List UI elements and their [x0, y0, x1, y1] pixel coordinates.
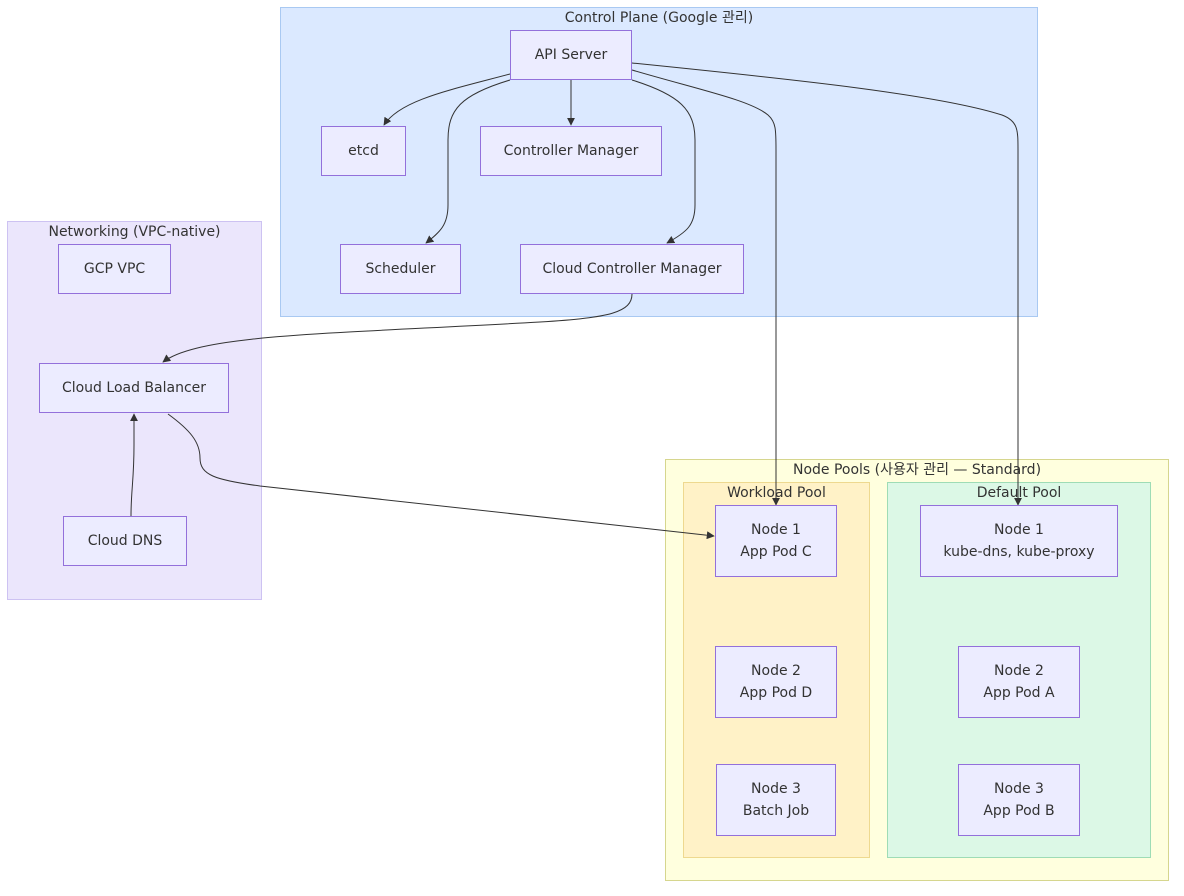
networking-title: Networking (VPC-native)	[48, 224, 221, 240]
edge-cloud-dns-to-cloud-load-balancer	[130, 413, 138, 517]
cloud-load-balancer-label: Cloud Load Balancer	[61, 380, 207, 396]
default-node3[interactable]: Node 3 App Pod B	[958, 764, 1080, 836]
default-pool-title: Default Pool	[976, 485, 1062, 501]
scheduler-label: Scheduler	[365, 261, 436, 277]
default-node3-detail: App Pod B	[983, 803, 1055, 819]
edge-api-server-to-scheduler	[425, 79, 511, 244]
scheduler-node[interactable]: Scheduler	[340, 244, 461, 294]
default-node2-detail: App Pod A	[983, 685, 1055, 701]
workload-node2-name: Node 2	[751, 663, 801, 679]
cloud-dns-label: Cloud DNS	[87, 533, 163, 549]
cloud-controller-manager-node[interactable]: Cloud Controller Manager	[520, 244, 744, 294]
workload-node3-detail: Batch Job	[742, 803, 810, 819]
api-server-node[interactable]: API Server	[510, 30, 632, 80]
edge-api-server-to-default-node1	[631, 62, 1022, 506]
etcd-label: etcd	[348, 143, 379, 159]
controller-manager-node[interactable]: Controller Manager	[480, 126, 662, 176]
edge-cloud-load-balancer-to-workload-node1	[167, 413, 715, 540]
edge-api-server-to-cloud-controller-manager	[631, 79, 696, 244]
workload-node2[interactable]: Node 2 App Pod D	[715, 646, 837, 718]
edge-api-server-to-etcd	[383, 73, 511, 126]
etcd-node[interactable]: etcd	[321, 126, 406, 176]
workload-node2-detail: App Pod D	[739, 685, 813, 701]
cloud-dns-node[interactable]: Cloud DNS	[63, 516, 187, 566]
gcp-vpc-node[interactable]: GCP VPC	[58, 244, 171, 294]
edge-api-server-to-workload-node1	[631, 69, 780, 506]
default-node1[interactable]: Node 1 kube-dns, kube-proxy	[920, 505, 1118, 577]
control-plane-title: Control Plane (Google 관리)	[564, 10, 754, 26]
default-node2-name: Node 2	[994, 663, 1044, 679]
controller-manager-label: Controller Manager	[503, 143, 639, 159]
workload-node1[interactable]: Node 1 App Pod C	[715, 505, 837, 577]
gcp-vpc-label: GCP VPC	[83, 261, 146, 277]
default-node3-name: Node 3	[994, 781, 1044, 797]
default-node1-name: Node 1	[994, 522, 1044, 538]
workload-node3[interactable]: Node 3 Batch Job	[716, 764, 836, 836]
cloud-controller-manager-label: Cloud Controller Manager	[542, 261, 722, 277]
edge-cloud-controller-manager-to-cloud-load-balancer	[162, 293, 633, 363]
workload-node1-detail: App Pod C	[740, 544, 812, 560]
default-node2[interactable]: Node 2 App Pod A	[958, 646, 1080, 718]
default-node1-detail: kube-dns, kube-proxy	[943, 544, 1095, 560]
node-pools-title: Node Pools (사용자 관리 — Standard)	[792, 462, 1042, 478]
workload-node3-name: Node 3	[751, 781, 801, 797]
api-server-label: API Server	[534, 47, 608, 63]
workload-node1-name: Node 1	[751, 522, 801, 538]
cloud-load-balancer-node[interactable]: Cloud Load Balancer	[39, 363, 229, 413]
